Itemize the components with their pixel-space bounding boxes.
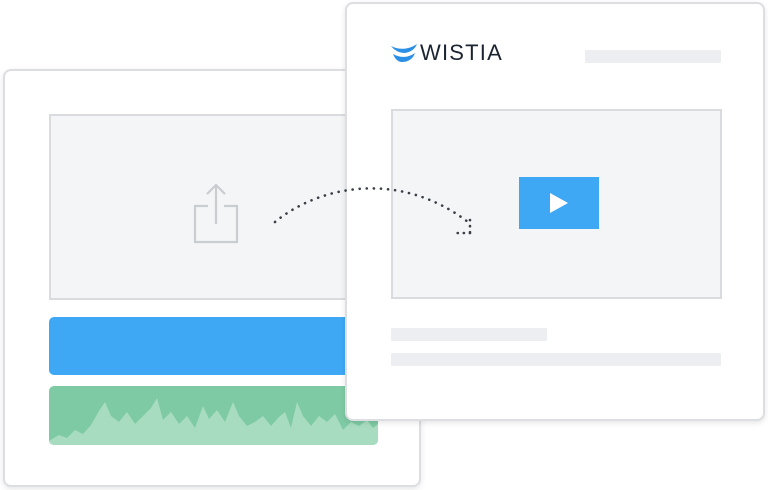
play-icon xyxy=(550,193,568,213)
share-upload-icon xyxy=(193,183,239,244)
upload-dropzone[interactable] xyxy=(49,114,361,300)
audio-waveform xyxy=(49,386,378,445)
header-placeholder xyxy=(585,50,721,63)
wistia-page-card: WISTIA xyxy=(345,2,765,421)
wistia-logo-icon xyxy=(391,44,417,62)
upload-button[interactable] xyxy=(49,317,359,375)
play-button[interactable] xyxy=(519,177,599,229)
description-placeholder xyxy=(391,353,721,366)
title-placeholder xyxy=(391,328,547,341)
wistia-logo[interactable]: WISTIA xyxy=(391,42,503,64)
video-player[interactable] xyxy=(391,109,722,299)
waveform-graphic xyxy=(49,398,378,445)
wistia-logo-text: WISTIA xyxy=(420,40,503,65)
